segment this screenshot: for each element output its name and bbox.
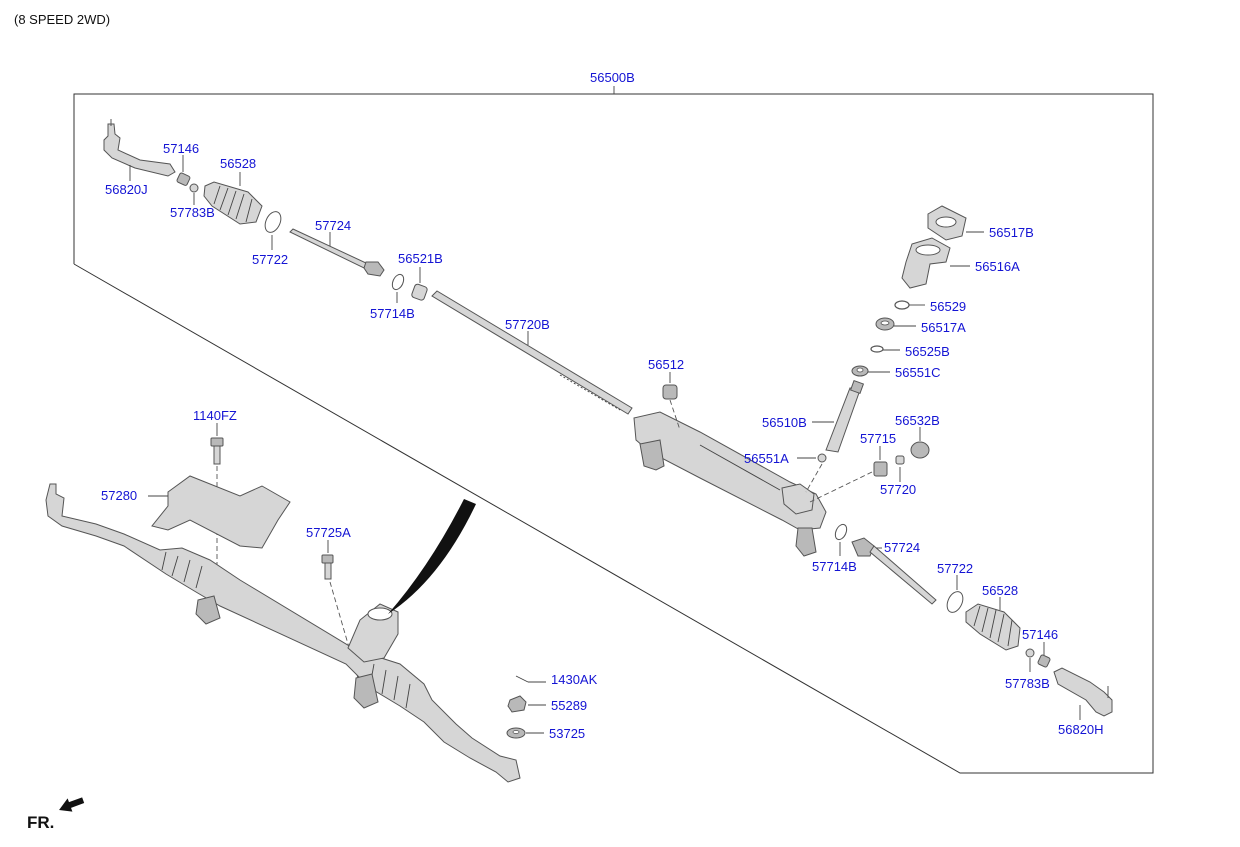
callout-57280[interactable]: 57280 <box>101 488 137 503</box>
steering-gear-assembly <box>45 483 521 783</box>
ring-56529 <box>894 300 910 310</box>
callout-56528-left[interactable]: 56528 <box>220 156 256 171</box>
ring-57714B-left <box>391 273 405 291</box>
band-57722-right <box>946 591 964 613</box>
tie-rod-end-right <box>1053 667 1113 717</box>
callout-56525B[interactable]: 56525B <box>905 344 950 359</box>
plug-56532B <box>910 441 930 459</box>
callout-57722-right[interactable]: 57722 <box>937 561 973 576</box>
front-arrow-icon <box>59 797 85 812</box>
ring-57714B-right <box>834 523 848 541</box>
bushing-56521B <box>411 283 428 301</box>
callout-57724-left[interactable]: 57724 <box>315 218 351 233</box>
boot-56528-right <box>965 603 1021 651</box>
callout-56532B[interactable]: 56532B <box>895 413 940 428</box>
rack-housing <box>633 411 827 557</box>
callout-57783B-left[interactable]: 57783B <box>170 205 215 220</box>
yoke-57715 <box>873 461 888 477</box>
seal-56551A <box>817 453 827 463</box>
boot-56528-left <box>203 181 263 225</box>
assembly-frame <box>73 86 1154 774</box>
inner-tie-rod-left <box>289 228 385 277</box>
ring-56525B <box>870 345 884 353</box>
callout-53725[interactable]: 53725 <box>549 726 585 741</box>
seal-56517A <box>875 317 895 331</box>
callout-57724-right[interactable]: 57724 <box>884 540 920 555</box>
front-marker: FR. <box>27 813 54 832</box>
callout-57146-left[interactable]: 57146 <box>163 141 199 156</box>
seal-56551C <box>851 365 869 377</box>
callout-56512[interactable]: 56512 <box>648 357 684 372</box>
callout-57714B-left[interactable]: 57714B <box>370 306 415 321</box>
heat-shield-57280 <box>151 475 291 549</box>
inner-tie-rod-right <box>851 537 937 605</box>
spring-57720 <box>895 455 905 465</box>
nut-57146-right <box>1037 654 1051 668</box>
callout-56521B[interactable]: 56521B <box>398 251 443 266</box>
callout-57720B[interactable]: 57720B <box>505 317 550 332</box>
callout-56820H[interactable]: 56820H <box>1058 722 1104 737</box>
callout-56551C[interactable]: 56551C <box>895 365 941 380</box>
callout-56500B[interactable]: 56500B <box>590 70 635 85</box>
bolt-57725A <box>321 554 334 580</box>
callout-1430AK[interactable]: 1430AK <box>551 672 598 687</box>
clip-57783B-left <box>189 183 199 193</box>
callout-57722-left[interactable]: 57722 <box>252 252 288 267</box>
callout-57720[interactable]: 57720 <box>880 482 916 497</box>
seal-56517B <box>927 205 967 241</box>
nut-55289 <box>507 695 527 713</box>
callout-56517B[interactable]: 56517B <box>989 225 1034 240</box>
washer-53725 <box>506 727 526 739</box>
callout-56516A[interactable]: 56516A <box>975 259 1020 274</box>
callout-1140FZ[interactable]: 1140FZ <box>193 408 237 423</box>
callout-57725A[interactable]: 57725A <box>306 525 351 540</box>
pinion-56510B <box>825 379 865 453</box>
callout-56528-right[interactable]: 56528 <box>982 583 1018 598</box>
callout-56510B[interactable]: 56510B <box>762 415 807 430</box>
callout-57714B-right[interactable]: 57714B <box>812 559 857 574</box>
cover-56516A <box>901 237 951 289</box>
callout-57783B-right[interactable]: 57783B <box>1005 676 1050 691</box>
nut-57146-left <box>176 172 191 186</box>
callout-57146-right[interactable]: 57146 <box>1022 627 1058 642</box>
clip-57783B-right <box>1025 648 1035 658</box>
detail-pointer <box>388 499 476 614</box>
callout-56820J[interactable]: 56820J <box>105 182 148 197</box>
callout-56551A[interactable]: 56551A <box>744 451 789 466</box>
bushing-56512 <box>662 384 678 400</box>
callout-57715[interactable]: 57715 <box>860 431 896 446</box>
callout-55289[interactable]: 55289 <box>551 698 587 713</box>
variant-title: (8 SPEED 2WD) <box>14 12 110 27</box>
rack-bar-57720B <box>431 290 633 415</box>
bolt-1140FZ <box>210 437 224 465</box>
tie-rod-end-left <box>103 119 176 177</box>
band-57722-left <box>264 211 282 233</box>
callout-56517A[interactable]: 56517A <box>921 320 966 335</box>
callout-56529[interactable]: 56529 <box>930 299 966 314</box>
